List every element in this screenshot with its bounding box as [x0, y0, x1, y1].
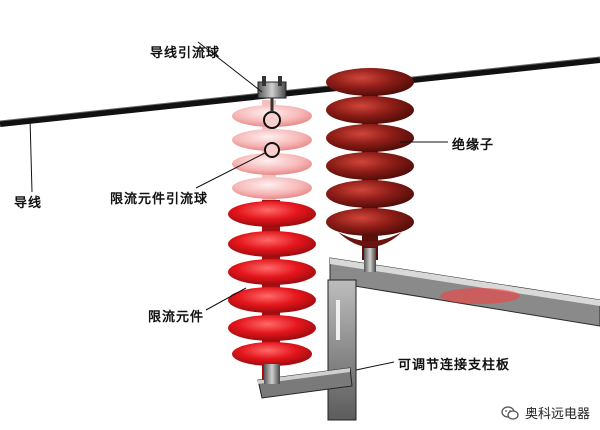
- label-limiter-lead-ball: 限流元件引流球: [110, 192, 209, 207]
- leader-limiter-element: [205, 287, 247, 311]
- leader-bracket: [355, 361, 395, 371]
- wire-line: [0, 57, 600, 127]
- insulator-body: [326, 68, 414, 272]
- label-insulator: 绝缘子: [452, 138, 495, 153]
- limiter-element-body: [228, 200, 316, 384]
- wechat-icon: [501, 405, 519, 420]
- label-wire: 导线: [14, 196, 43, 211]
- watermark-text: 奥科远电器: [524, 407, 590, 422]
- limiter-upper-sheds: [232, 100, 312, 230]
- bracket-plate: [327, 279, 357, 421]
- label-adjustable-bracket: 可调节连接支柱板: [398, 358, 511, 373]
- label-limiter-element: 限流元件: [148, 310, 205, 325]
- lead-wire-ball: [263, 111, 281, 129]
- label-lead-wire-ball: 导线引流球: [150, 46, 221, 61]
- watermark: 奥科远电器: [501, 403, 590, 422]
- leader-lead-wire-ball: [197, 41, 263, 93]
- limiter-lead-ball: [264, 142, 280, 158]
- leader-wire: [29, 117, 33, 193]
- leader-limiter-lead-ball: [195, 152, 266, 189]
